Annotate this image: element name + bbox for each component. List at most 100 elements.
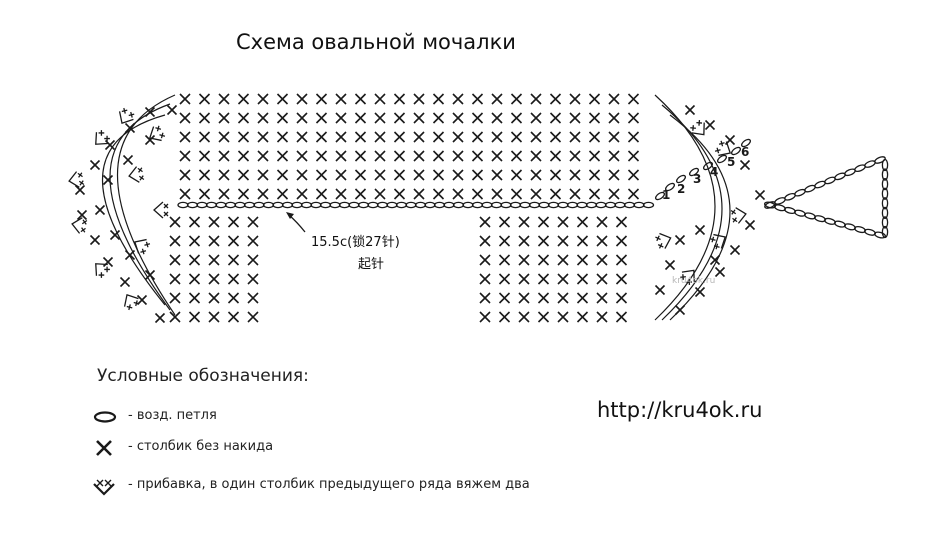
single-crochet-stitch [498, 311, 511, 323]
chain-stitch [376, 201, 389, 209]
single-crochet-stitch [218, 131, 230, 143]
single-crochet-stitch [479, 292, 491, 304]
single-crochet-stitch [218, 188, 230, 200]
chain-stitch [576, 201, 588, 209]
single-crochet-stitch [218, 169, 230, 181]
website-url[interactable]: http://kru4ok.ru [597, 398, 763, 422]
increase-stitch [714, 140, 732, 157]
single-crochet-stitch [615, 273, 628, 285]
watermark: kru4ok.ru [672, 276, 715, 286]
chain-stitch [386, 201, 398, 209]
round-arc [669, 114, 731, 321]
chain-stitch [367, 201, 379, 209]
single-crochet-stitch [576, 292, 589, 304]
single-crochet-stitch [479, 273, 491, 285]
increase-stitch [95, 130, 110, 145]
single-crochet-stitch [208, 292, 220, 304]
single-crochet-stitch [596, 273, 608, 285]
chain-stitch [414, 201, 427, 209]
single-crochet-stitch [596, 292, 608, 304]
single-crochet-stitch [354, 169, 367, 181]
single-crochet-stitch [89, 159, 101, 171]
single-crochet-stitch [247, 292, 259, 304]
single-crochet-stitch [569, 150, 581, 162]
chain-stitch [881, 225, 889, 239]
single-crochet-stitch [208, 235, 220, 247]
single-crochet-stitch [479, 311, 491, 323]
increase-stitch [690, 119, 705, 136]
chain-stitch [509, 201, 522, 209]
single-crochet-stitch [198, 169, 211, 181]
single-crochet-stitch [596, 235, 608, 247]
single-crochet-stitch [227, 254, 240, 266]
single-crochet-stitch [498, 273, 511, 285]
chain-stitch [881, 168, 889, 181]
single-crochet-stitch [498, 254, 511, 266]
chain-stitch [177, 201, 189, 209]
single-crochet-stitch [452, 93, 464, 105]
chain-stitch [538, 201, 550, 209]
single-crochet-stitch [393, 131, 406, 143]
single-crochet-stitch [729, 244, 741, 256]
single-crochet-stitch [296, 188, 308, 200]
single-crochet-stitch [588, 169, 601, 181]
chain-stitch [471, 201, 484, 209]
single-crochet-stitch [315, 93, 328, 105]
single-crochet-stitch [315, 150, 328, 162]
single-crochet-stitch [510, 93, 523, 105]
single-crochet-stitch [491, 169, 503, 181]
chain-stitch [281, 201, 294, 209]
single-crochet-stitch [393, 150, 406, 162]
chain-stitch [357, 201, 370, 209]
round-number: 6 [741, 145, 749, 159]
single-crochet-stitch [354, 131, 367, 143]
single-crochet-stitch [276, 188, 289, 200]
legend-text: - возд. петля [128, 408, 217, 423]
chain-stitch [740, 138, 752, 148]
single-crochet-stitch [588, 112, 601, 124]
chain-stitch [224, 201, 237, 209]
increase-stitch [128, 166, 145, 183]
single-crochet-stitch [393, 188, 406, 200]
single-crochet-stitch [576, 216, 589, 228]
single-crochet-stitch [530, 188, 542, 200]
single-crochet-stitch [169, 273, 181, 285]
single-crochet-stitch [276, 131, 289, 143]
single-crochet-stitch [237, 93, 250, 105]
single-crochet-stitch [530, 131, 542, 143]
single-crochet-stitch [479, 254, 491, 266]
single-crochet-stitch [510, 112, 523, 124]
single-crochet-stitch [188, 292, 201, 304]
single-crochet-stitch [569, 112, 581, 124]
single-crochet-stitch [498, 292, 511, 304]
increase-stitch [153, 201, 169, 219]
single-crochet-stitch [179, 150, 191, 162]
chain-stitch [642, 201, 655, 209]
chain-stitch [215, 201, 227, 209]
single-crochet-stitch [179, 112, 191, 124]
single-crochet-stitch [654, 284, 666, 296]
single-crochet-stitch [432, 131, 445, 143]
chain-stitch [654, 191, 666, 201]
chain-stitch [730, 146, 742, 156]
single-crochet-stitch [296, 131, 308, 143]
single-crochet-stitch [218, 150, 230, 162]
single-crochet-stitch [393, 112, 406, 124]
chain-stitch [585, 201, 598, 209]
single-crochet-stitch [576, 273, 589, 285]
single-crochet-stitch [335, 150, 347, 162]
single-crochet-stitch [471, 93, 484, 105]
single-crochet-stitch [557, 273, 569, 285]
single-crochet-stitch [335, 112, 347, 124]
single-crochet-stitch [188, 216, 201, 228]
chain-stitch [481, 201, 493, 209]
chain-stitch [243, 201, 256, 209]
chain-stitch [452, 201, 465, 209]
chain-stitch [490, 201, 503, 209]
round-number: 5 [727, 155, 735, 169]
chain-stitch [348, 201, 360, 209]
single-crochet-stitch [144, 134, 156, 146]
single-crochet-stitch [549, 150, 562, 162]
single-crochet-stitch [588, 150, 601, 162]
chain-stitch [262, 201, 275, 209]
